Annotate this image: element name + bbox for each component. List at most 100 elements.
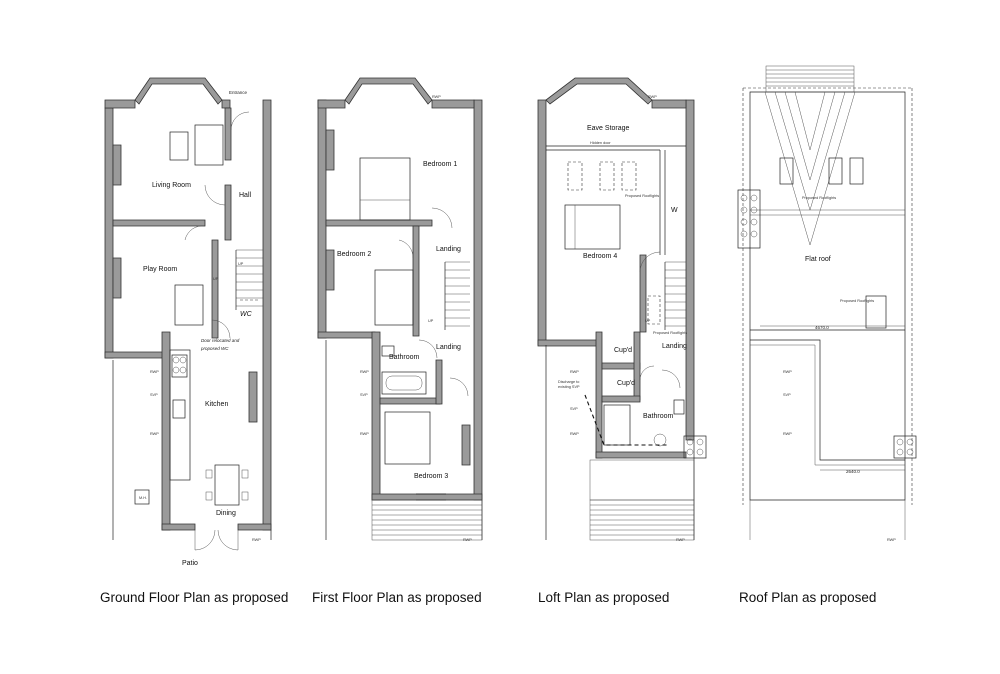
loft-bath-left-wall — [595, 331, 603, 459]
first-bed1 — [359, 157, 411, 221]
loft-rooflight-1 — [567, 161, 583, 191]
loft-bath-top-wall — [601, 395, 641, 403]
ground-play-sofa — [174, 284, 204, 326]
loft-door-bedroom — [639, 251, 661, 273]
first-svp-label: SVP — [360, 393, 368, 397]
loft-gable — [545, 77, 653, 105]
loft-rwp-label-4: RWP — [648, 95, 657, 99]
ground-rear-step — [104, 351, 169, 359]
ground-door-swing-2 — [204, 184, 226, 206]
ground-kitchen-radiator — [248, 371, 258, 423]
first-stairs — [444, 261, 470, 330]
loft-rooflight-4 — [647, 295, 661, 325]
first-door-bed2 — [398, 239, 414, 259]
loft-plan: Eave Storage Hidden door Proposed Roofli… — [537, 77, 707, 542]
roof-rooflight-1 — [779, 157, 794, 185]
ground-sink — [172, 399, 186, 419]
loft-rooflight-3 — [621, 161, 637, 191]
first-rwp-label-4: RWP — [432, 95, 441, 99]
ground-floor-plan: Entrance Living Room Hall Play Room UP U… — [104, 77, 272, 567]
first-bedroom2-label: Bedroom 2 — [337, 251, 371, 258]
first-bed2-wall — [412, 225, 420, 337]
loft-bath-bottom-wall — [595, 451, 687, 459]
first-rwp-label-3: RWP — [463, 538, 472, 542]
first-bed1-wall — [325, 219, 433, 227]
first-landing-label-2: Landing — [436, 344, 461, 351]
loft-rwp-label-3: RWP — [676, 538, 685, 542]
ground-living-room-label: Living Room — [152, 182, 191, 189]
loft-right-wall — [685, 99, 695, 441]
ground-hall-wall-2 — [224, 184, 232, 241]
first-rwp-label-1: RWP — [360, 370, 369, 374]
ground-door-swing-1 — [230, 111, 250, 131]
first-bay-wall — [344, 77, 433, 105]
first-rear-wall — [371, 493, 483, 501]
roof-rooflights-label-2: Proposed Rooflights — [840, 299, 874, 303]
loft-landing-label: Landing — [662, 343, 687, 350]
first-ext-left-wall — [371, 331, 381, 501]
loft-rooflights-label: Proposed Rooflights — [625, 194, 659, 198]
first-up-label: UP — [428, 319, 434, 323]
loft-discharge-line1: Discharge to — [558, 380, 579, 384]
loft-caption: Loft Plan as proposed — [538, 590, 670, 605]
first-bed3 — [384, 411, 431, 465]
loft-rooflight-2 — [599, 161, 615, 191]
ground-hall-wall — [224, 107, 232, 161]
ground-wc-label: WC — [240, 311, 253, 318]
roof-hip-left — [764, 91, 856, 246]
ground-front-wall-2 — [221, 99, 231, 109]
loft-cupd-label-1: Cup'd — [614, 347, 632, 354]
ground-rwp-label-1: RWP — [150, 370, 159, 374]
roof-rooflight-2 — [828, 157, 843, 185]
roof-chimney-2 — [893, 435, 917, 459]
ground-play-room-label: Play Room — [143, 266, 177, 273]
roof-dim-4670: 4670.0 — [815, 325, 829, 330]
ground-rwp-label-2: RWP — [150, 432, 159, 436]
loft-landing-wall — [639, 254, 647, 333]
loft-rwp-label-2: RWP — [570, 432, 579, 436]
first-rwp-label-2: RWP — [360, 432, 369, 436]
first-bedroom1-label: Bedroom 1 — [423, 161, 457, 168]
ground-bay-wall — [134, 77, 223, 105]
roof-flat-roof-label: Flat roof — [805, 256, 831, 263]
roof-rooflights-label: Proposed Rooflights — [802, 196, 836, 200]
loft-w-label: W — [671, 207, 678, 214]
ground-front-wall — [104, 99, 136, 109]
first-bedroom3-label: Bedroom 3 — [414, 473, 448, 480]
first-door-bed1 — [431, 207, 453, 229]
loft-rooflights-label-2: Proposed Rooflights — [653, 331, 687, 335]
ground-door-note-line2: proposed WC — [200, 346, 229, 351]
first-door-bed3 — [449, 377, 469, 397]
ground-dining-table — [214, 464, 240, 506]
first-floor-caption: First Floor Plan as proposed — [312, 590, 482, 605]
ground-entrance-label: Entrance — [229, 90, 248, 95]
loft-front-wall — [651, 99, 687, 109]
loft-eave-storage-label: Eave Storage — [587, 125, 630, 132]
ground-up-label: UP — [238, 262, 244, 266]
loft-discharge-line2: existing SVP — [558, 385, 580, 389]
first-rear-step — [317, 331, 376, 339]
first-floor-plan: Bedroom 1 Bedroom 2 Landing UP Landing B… — [317, 77, 483, 542]
ground-left-wall — [104, 107, 114, 359]
loft-chimney — [683, 435, 707, 459]
loft-door-bath — [661, 369, 681, 389]
first-front-wall — [317, 99, 346, 109]
roof-chimney-1 — [737, 189, 761, 249]
ground-hall-label: Hall — [239, 192, 252, 199]
ground-floor-caption: Ground Floor Plan as proposed — [100, 590, 289, 605]
ground-right-wall — [262, 99, 272, 531]
loft-cupd-wall-2 — [633, 331, 641, 401]
ground-door-swing-3 — [184, 225, 206, 241]
loft-stairs — [664, 261, 686, 330]
ground-sofa — [194, 124, 224, 166]
loft-door-cupd — [639, 365, 655, 381]
first-bath-wall-2 — [435, 359, 443, 405]
ground-rear-wall-2 — [237, 523, 272, 531]
loft-cupd-label-2: Cup'd — [617, 380, 635, 387]
ground-door-note-line1: Door relocated and — [201, 338, 240, 343]
first-left-wall — [317, 99, 327, 339]
ground-chimney-2 — [112, 257, 122, 299]
ground-patio-door-right — [217, 529, 239, 551]
ground-kitchen-label: Kitchen — [205, 401, 228, 408]
